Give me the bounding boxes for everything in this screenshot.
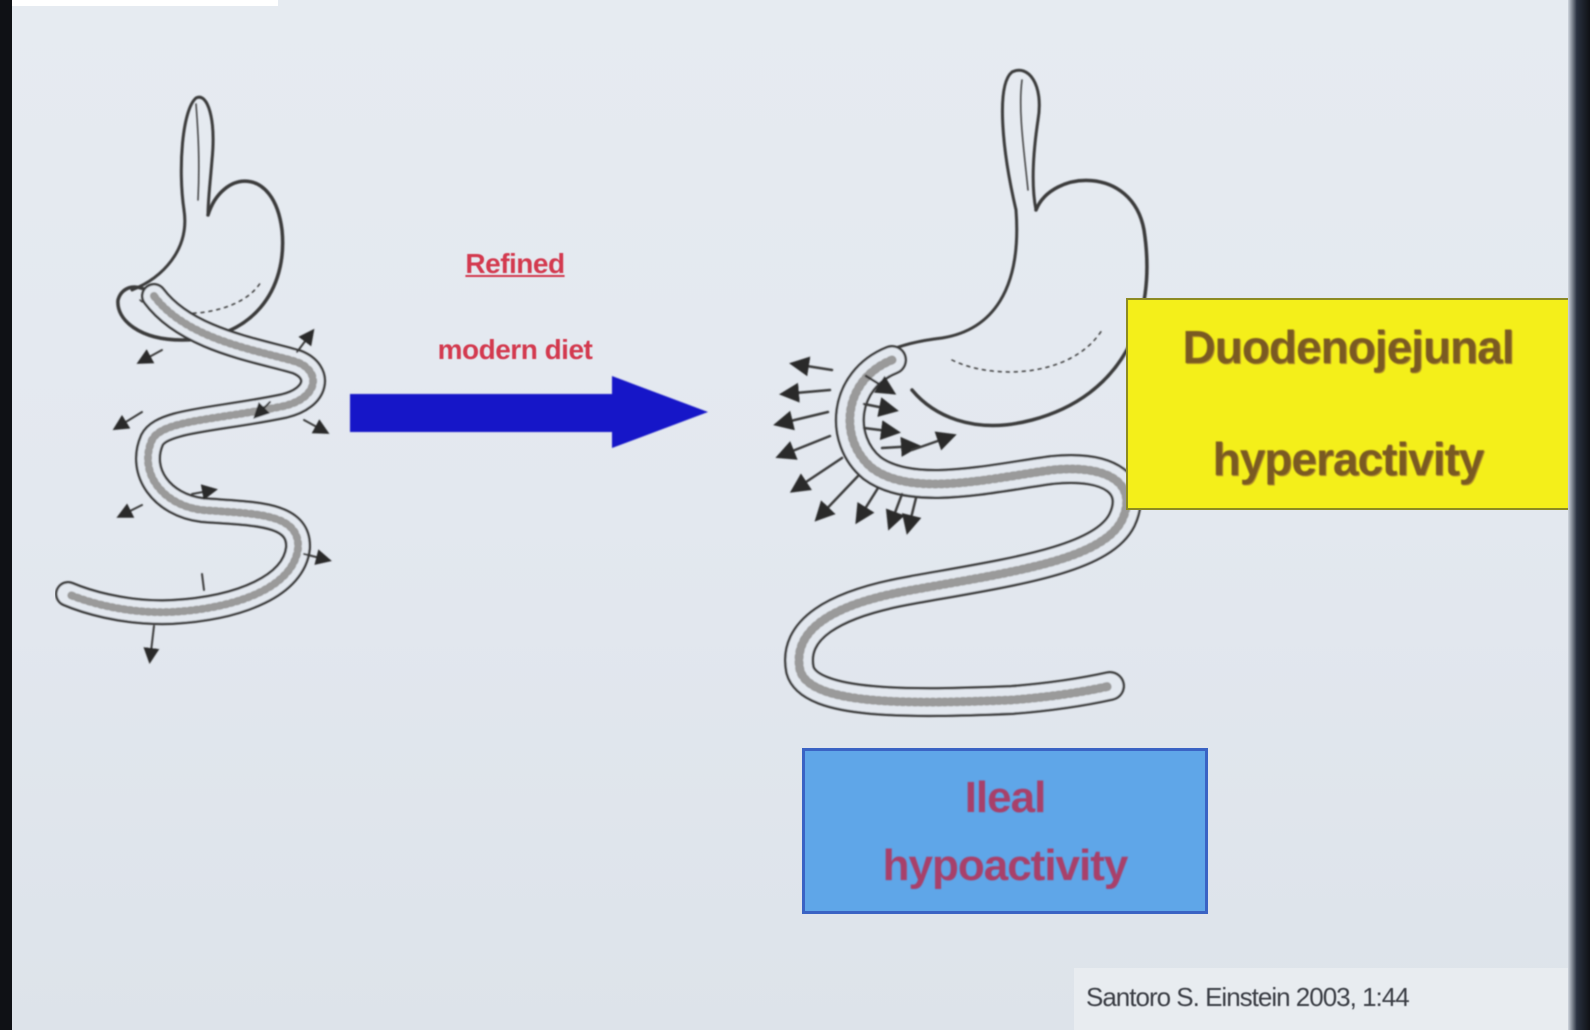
duodeno-label-line1: Duodenojejunal — [1128, 320, 1568, 374]
modern-gut-drawing — [778, 70, 1147, 702]
citation: Santoro S. Einstein 2003, 1:44 — [1074, 968, 1568, 1030]
right-arrow-icon — [350, 376, 708, 448]
duodenojejunal-box: Duodenojejunal hyperactivity — [1126, 298, 1568, 510]
slide: Refined modern diet Duodenojejunal hyper… — [12, 0, 1568, 1030]
ileal-label-line1: Ileal — [805, 773, 1205, 823]
citation-text: Santoro S. Einstein 2003, 1:44 — [1086, 982, 1409, 1013]
ileal-label-line2: hypoactivity — [805, 841, 1205, 891]
slide-illustrations — [12, 0, 1568, 1030]
arrow-label-refined: Refined — [400, 248, 630, 280]
ileal-box: Ileal hypoactivity — [802, 748, 1208, 914]
normal-gut-drawing — [68, 97, 328, 660]
screen-bezel — [1568, 0, 1590, 1030]
arrow-label-diet: modern diet — [382, 334, 648, 366]
duodeno-label-line2: hyperactivity — [1128, 432, 1568, 486]
